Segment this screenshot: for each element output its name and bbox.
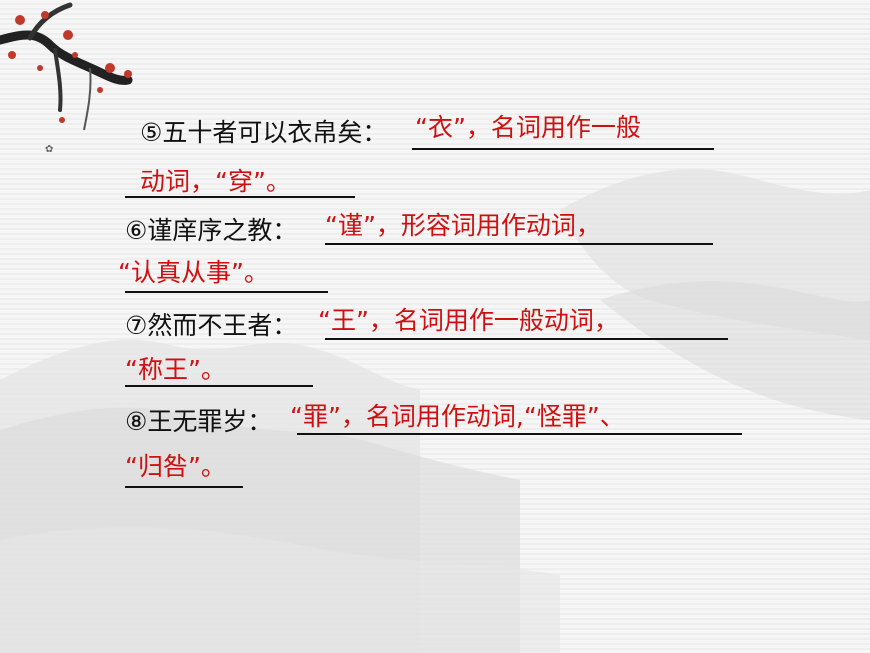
answer-underline <box>125 196 355 198</box>
answer-7-part-2: “称王”。 <box>125 355 226 384</box>
plum-blossom-branch-icon: ✿ <box>0 2 133 155</box>
answer-5-part-2: 动词，“穿”。 <box>140 167 291 196</box>
answer-6-part-2: “认真从事”。 <box>118 258 269 287</box>
answer-underline <box>297 433 742 435</box>
answer-underline <box>125 291 328 293</box>
question-8: ⑧王无罪岁： <box>125 407 273 436</box>
answer-underline <box>412 148 714 150</box>
answer-5-part-1: “衣”，名词用作一般 <box>415 113 641 142</box>
answer-6-part-1: “谨”，形容词用作动词， <box>325 211 601 240</box>
answer-8-part-1: “罪”，名词用作动词,“怪罪”、 <box>290 402 625 431</box>
answer-underline <box>325 338 728 340</box>
answer-underline <box>325 243 713 245</box>
answer-8-part-2: “归咎”。 <box>125 452 226 481</box>
svg-text:✿: ✿ <box>45 144 53 155</box>
question-7: ⑦然而不王者： <box>125 311 298 340</box>
answer-7-part-1: “王”，名词用作一般动词， <box>318 306 619 335</box>
question-6: ⑥谨庠序之教： <box>125 216 298 245</box>
answer-underline <box>125 486 243 488</box>
answer-underline <box>125 385 313 387</box>
question-5: ⑤五十者可以衣帛矣： <box>140 118 388 147</box>
